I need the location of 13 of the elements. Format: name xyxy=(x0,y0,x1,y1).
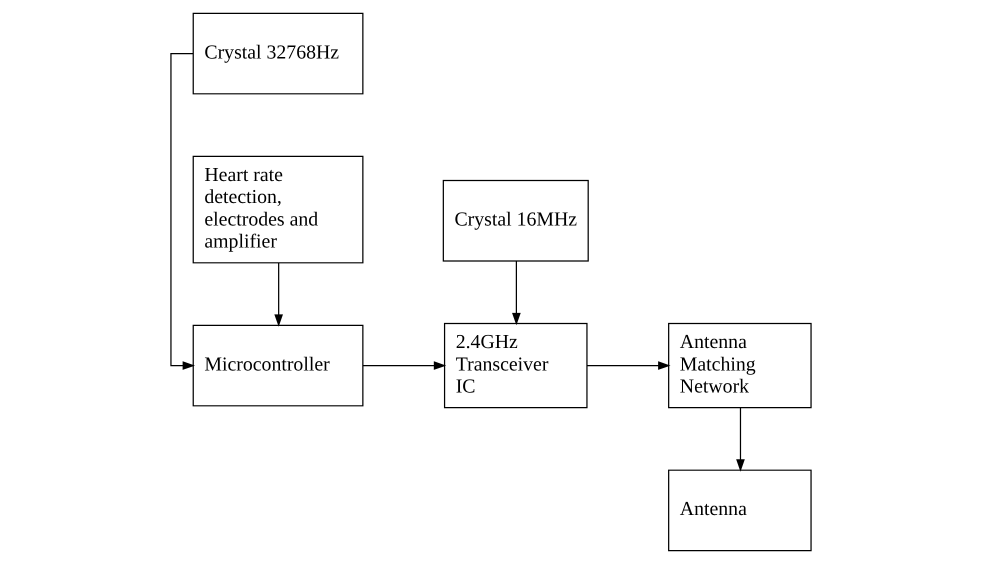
node-box: Microcontroller xyxy=(192,324,364,406)
arrow xyxy=(736,408,745,472)
arrow xyxy=(170,52,196,370)
arrow xyxy=(274,262,283,327)
node-box: 2.4GHz Transceiver IC xyxy=(444,322,588,408)
arrow xyxy=(587,361,670,370)
node-box: Antenna Matching Network xyxy=(668,322,812,408)
arrow xyxy=(512,261,521,326)
node-box: Crystal 32768Hz xyxy=(192,12,364,94)
node-box: Crystal 16MHz xyxy=(442,180,589,262)
arrow xyxy=(362,361,446,370)
node-box: Antenna xyxy=(668,470,812,552)
node-box: Heart rate detection, electrodes and amplifier xyxy=(192,156,364,264)
